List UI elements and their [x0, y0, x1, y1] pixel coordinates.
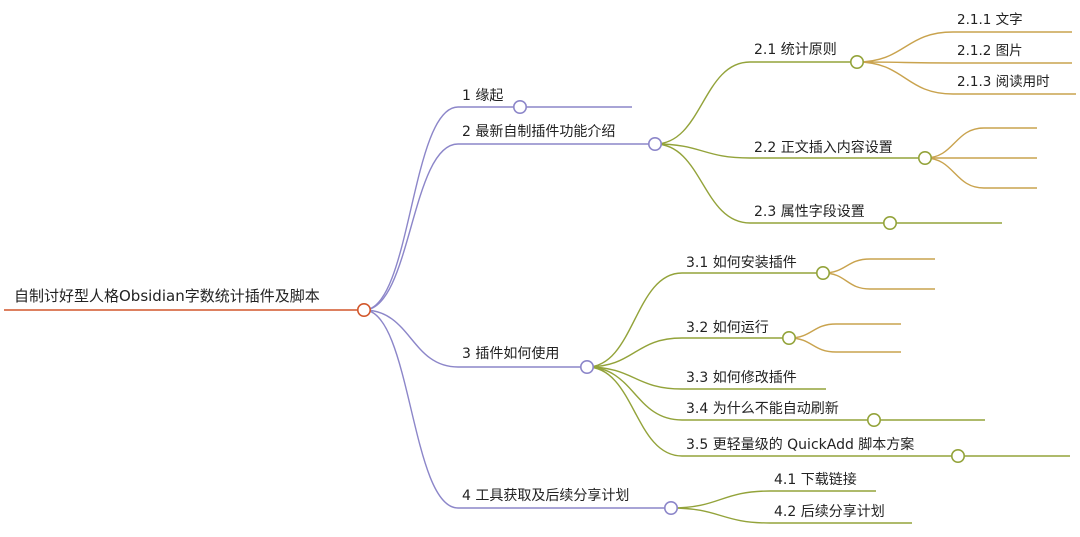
node-toggle-n35[interactable] — [950, 448, 965, 463]
branch-connector-n22 — [654, 143, 751, 159]
node-label-n2: 2 最新自制插件功能介绍 — [462, 124, 615, 140]
node-label-n34: 3.4 为什么不能自动刷新 — [686, 401, 839, 417]
node-label-n33: 3.3 如何修改插件 — [686, 370, 797, 386]
branch-connector-n221 — [924, 127, 985, 159]
branch-connector-n32 — [586, 337, 683, 368]
branch-connector-n4 — [363, 309, 459, 509]
branch-connector-n312 — [822, 272, 871, 290]
node-label-n213: 2.1.3 阅读用时 — [957, 74, 1050, 90]
node-toggle-n22[interactable] — [917, 151, 932, 166]
node-toggle-n21[interactable] — [849, 54, 864, 69]
branch-connector-n321 — [788, 323, 837, 339]
branch-connector-n31 — [586, 272, 683, 368]
node-toggle-root[interactable] — [356, 302, 371, 317]
branch-connector-n1 — [363, 106, 459, 311]
node-label-n212: 2.1.2 图片 — [957, 43, 1023, 59]
node-label-n23: 2.3 属性字段设置 — [754, 204, 865, 220]
node-label-n22: 2.2 正文插入内容设置 — [754, 139, 893, 156]
node-toggle-n31[interactable] — [815, 265, 830, 280]
branch-connector-n35 — [586, 366, 683, 457]
node-label-n211: 2.1.1 文字 — [957, 12, 1023, 28]
node-toggle-n1[interactable] — [512, 100, 527, 115]
branch-connector-n322 — [788, 337, 837, 353]
branch-connector-n21 — [654, 61, 751, 145]
node-label-n4: 4 工具获取及后续分享计划 — [462, 487, 629, 504]
node-toggle-n34[interactable] — [866, 412, 881, 427]
branch-connector-n2 — [363, 143, 459, 311]
branch-connector-n211 — [856, 31, 954, 63]
branch-connector-n42 — [670, 507, 771, 524]
branch-connector-n311 — [822, 258, 871, 274]
branch-connector-n3 — [363, 309, 459, 368]
node-toggle-n2[interactable] — [647, 137, 662, 152]
node-toggle-n32[interactable] — [781, 330, 796, 345]
branch-connector-n33 — [586, 366, 683, 390]
node-label-root: 自制讨好型人格Obsidian字数统计插件及脚本 — [14, 287, 320, 305]
node-toggle-n3[interactable] — [579, 359, 594, 374]
node-toggle-n23[interactable] — [882, 216, 897, 231]
node-label-n1: 1 缘起 — [462, 88, 503, 104]
branch-connector-n223 — [924, 157, 985, 189]
node-label-n35: 3.5 更轻量级的 QuickAdd 脚本方案 — [686, 436, 914, 453]
node-label-n21: 2.1 统计原则 — [754, 42, 837, 58]
branch-connector-n41 — [670, 490, 771, 509]
node-label-n42: 4.2 后续分享计划 — [774, 503, 885, 520]
node-label-n32: 3.2 如何运行 — [686, 320, 769, 336]
node-toggle-n4[interactable] — [663, 500, 678, 515]
branch-connector-n23 — [654, 143, 751, 224]
node-label-n41: 4.1 下载链接 — [774, 471, 857, 488]
branch-connector-n34 — [586, 366, 683, 421]
node-label-n3: 3 插件如何使用 — [462, 345, 559, 362]
branch-connector-n213 — [856, 61, 954, 95]
branch-connector-n212 — [856, 61, 954, 64]
node-label-n31: 3.1 如何安装插件 — [686, 255, 797, 271]
